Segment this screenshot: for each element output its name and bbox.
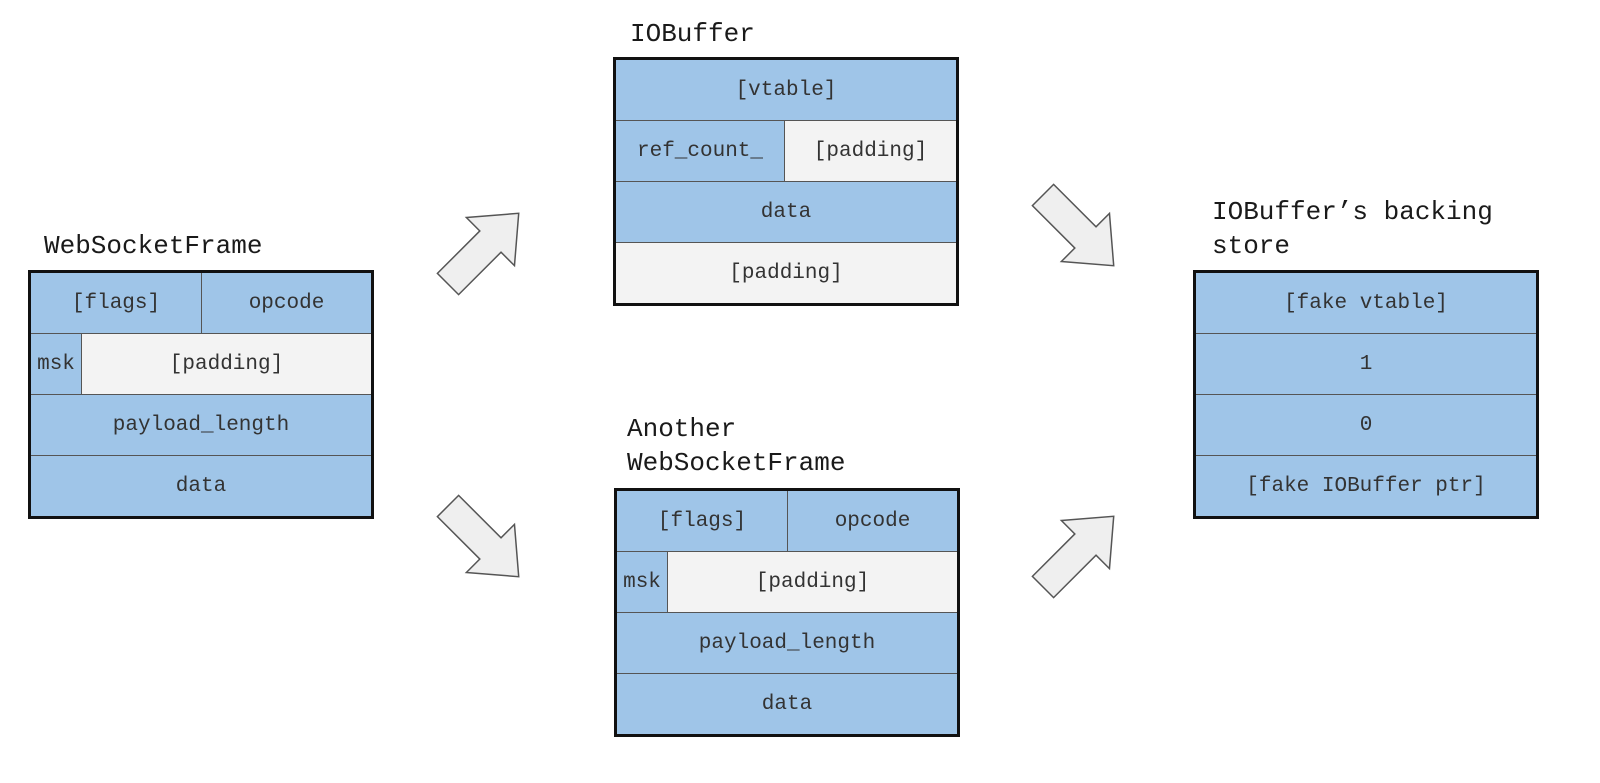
- payload-length-field: payload_length: [31, 395, 371, 455]
- flags-field: [flags]: [31, 273, 201, 333]
- arrow-down-right-icon: [1018, 170, 1139, 291]
- websocketframe-struct: [flags] opcode msk [padding] payload_len…: [28, 270, 374, 519]
- opcode-field: opcode: [787, 491, 957, 551]
- padding-field: [padding]: [784, 121, 956, 181]
- iobuffer-struct: [vtable] ref_count_ [padding] data [padd…: [613, 57, 959, 306]
- one-row: 1: [1196, 334, 1536, 395]
- payload-length-row: payload_length: [617, 613, 957, 674]
- data-field: data: [617, 674, 957, 734]
- flags-field: [flags]: [617, 491, 787, 551]
- refcount-padding-row: ref_count_ [padding]: [616, 121, 956, 182]
- msk-padding-row: msk [padding]: [617, 552, 957, 613]
- arrow-up-right-icon: [1018, 491, 1139, 612]
- msk-field: msk: [31, 334, 81, 394]
- data-row: data: [616, 182, 956, 243]
- opcode-field: opcode: [201, 273, 371, 333]
- padding-field: [padding]: [667, 552, 957, 612]
- vtable-row: [vtable]: [616, 60, 956, 121]
- another-websocketframe-title: Another WebSocketFrame: [627, 414, 846, 478]
- flags-opcode-row: [flags] opcode: [617, 491, 957, 552]
- padding-field: [padding]: [616, 243, 956, 303]
- arrow-up-right-icon: [423, 188, 544, 309]
- padding-field: [padding]: [81, 334, 371, 394]
- data-row: data: [31, 456, 371, 516]
- fake-vtable-field: [fake vtable]: [1196, 273, 1536, 333]
- payload-length-field: payload_length: [617, 613, 957, 673]
- backing-store-struct: [fake vtable] 1 0 [fake IOBuffer ptr]: [1193, 270, 1539, 519]
- zero-row: 0: [1196, 395, 1536, 456]
- data-field: data: [616, 182, 956, 242]
- msk-field: msk: [617, 552, 667, 612]
- websocketframe-title: WebSocketFrame: [44, 231, 263, 261]
- fake-vtable-row: [fake vtable]: [1196, 273, 1536, 334]
- fake-iobuffer-ptr-field: [fake IOBuffer ptr]: [1196, 456, 1536, 516]
- payload-length-row: payload_length: [31, 395, 371, 456]
- arrow-down-right-icon: [423, 481, 544, 602]
- another-websocketframe-struct: [flags] opcode msk [padding] payload_len…: [614, 488, 960, 737]
- ref-count-field: ref_count_: [616, 121, 784, 181]
- iobuffer-title: IOBuffer: [630, 19, 755, 49]
- fake-ptr-row: [fake IOBuffer ptr]: [1196, 456, 1536, 516]
- data-row: data: [617, 674, 957, 734]
- data-field: data: [31, 456, 371, 516]
- backing-store-title: IOBuffer’s backing store: [1212, 197, 1493, 261]
- vtable-field: [vtable]: [616, 60, 956, 120]
- value-zero-field: 0: [1196, 395, 1536, 455]
- value-one-field: 1: [1196, 334, 1536, 394]
- padding-row: [padding]: [616, 243, 956, 303]
- msk-padding-row: msk [padding]: [31, 334, 371, 395]
- flags-opcode-row: [flags] opcode: [31, 273, 371, 334]
